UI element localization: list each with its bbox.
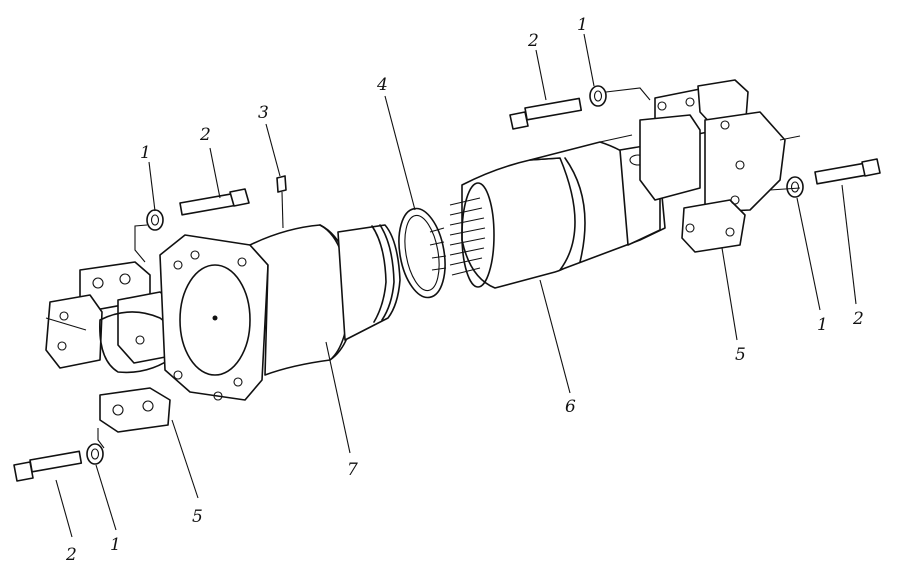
callout-5-left-yoke: 5 bbox=[192, 507, 203, 527]
tube-yoke-part-7 bbox=[249, 175, 401, 376]
bolt-upper-right bbox=[509, 97, 583, 130]
leader-lines bbox=[55, 33, 857, 538]
washer-upper-left bbox=[146, 209, 164, 231]
callout-2-lower-right: 2 bbox=[852, 309, 864, 329]
washer-upper-right bbox=[589, 85, 607, 107]
right-yoke-assembly bbox=[639, 79, 801, 253]
callout-2-upper-left: 2 bbox=[199, 125, 211, 145]
callout-5-right-yoke: 5 bbox=[735, 345, 746, 365]
assembly-line-upper-right bbox=[605, 87, 651, 101]
bolt-lower-right bbox=[814, 158, 881, 185]
assembly-line-lower-left bbox=[97, 428, 105, 449]
snap-ring-part-4 bbox=[398, 207, 447, 299]
callout-7-tube-yoke: 7 bbox=[347, 460, 358, 480]
callout-1-upper-left: 1 bbox=[140, 143, 151, 163]
assembly-line-upper-left bbox=[134, 224, 148, 263]
bolt-lower-left bbox=[13, 450, 83, 482]
slip-yoke-part-6 bbox=[449, 134, 666, 289]
bolt-upper-left bbox=[179, 188, 250, 216]
callout-1-lower-left: 1 bbox=[110, 535, 121, 555]
callout-6-slip-yoke: 6 bbox=[565, 397, 576, 417]
callout-2-lower-left: 2 bbox=[65, 545, 77, 565]
washer-lower-right bbox=[786, 176, 804, 198]
left-yoke-assembly bbox=[45, 234, 269, 433]
callout-1-lower-right: 1 bbox=[817, 315, 828, 335]
washer-lower-left bbox=[86, 443, 104, 465]
callout-1-top-right: 1 bbox=[577, 15, 588, 35]
callout-4-snap-ring: 4 bbox=[376, 75, 388, 95]
callout-3-grease-fitting: 3 bbox=[258, 103, 269, 123]
callout-2-top-right: 2 bbox=[527, 31, 539, 51]
callout-labels: 1 1 1 1 2 2 2 2 3 4 5 5 6 7 bbox=[65, 15, 864, 565]
